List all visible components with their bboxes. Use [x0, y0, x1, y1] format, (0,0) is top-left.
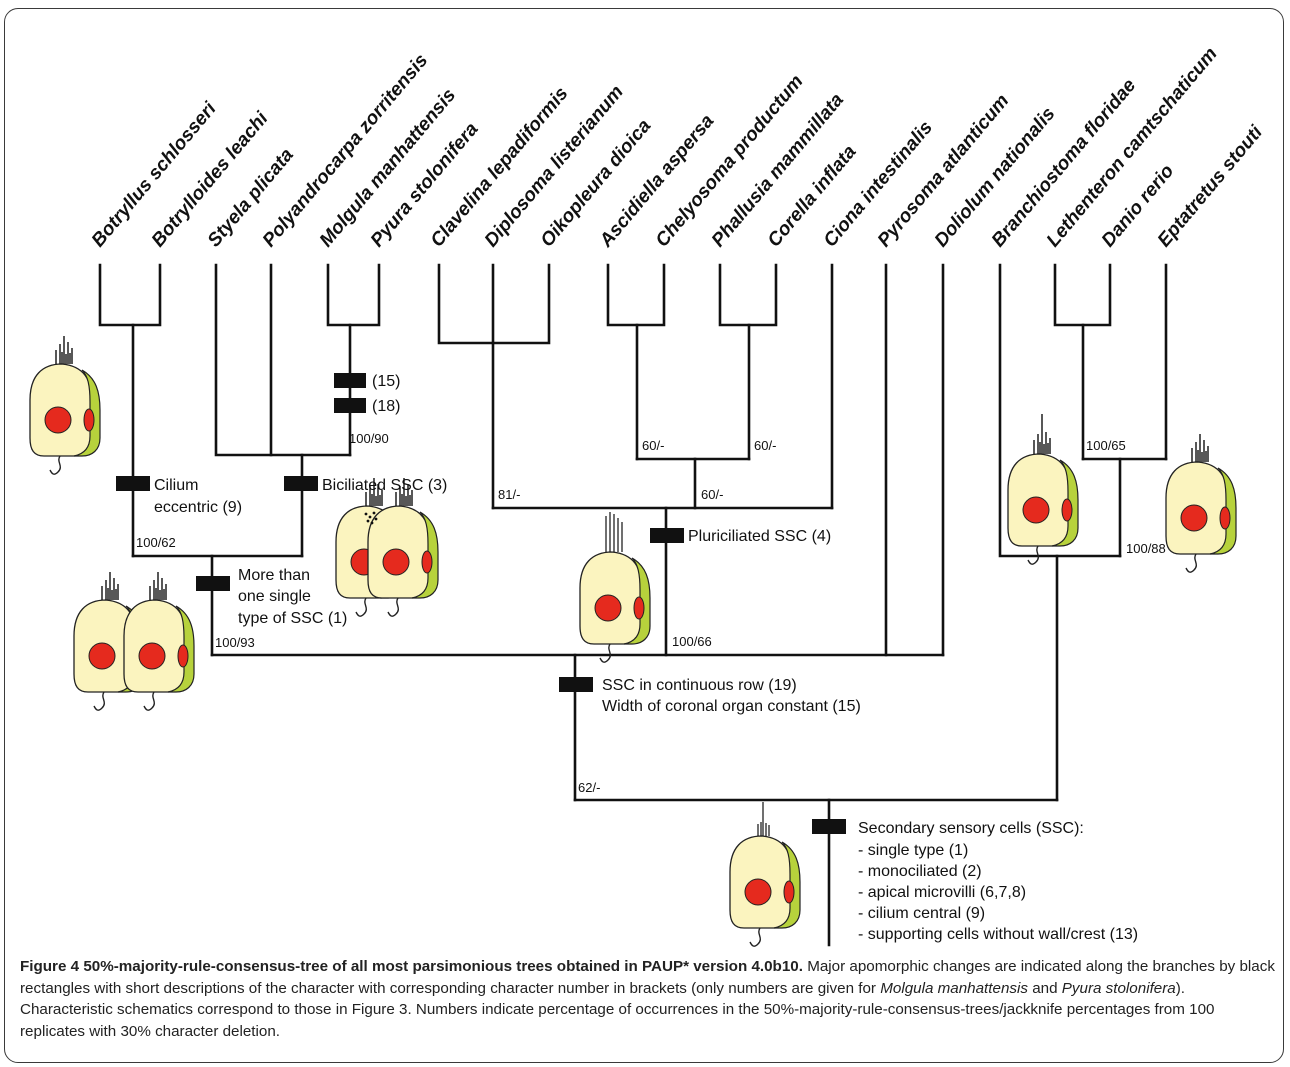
more-than-one-label: one single [238, 588, 311, 605]
support-value: 100/88 [1126, 541, 1166, 556]
taxon-label: Oikopleura dioica [537, 115, 656, 251]
character-labels: (15) (18) Cilium eccentric (9) Biciliate… [154, 373, 1138, 943]
support-value: 100/66 [672, 634, 712, 649]
caption-taxon: Molgula manhattensis [880, 979, 1028, 997]
tree-branches [98, 263, 1168, 947]
cell-schematic-botryllid [29, 335, 101, 475]
cilium-eccentric-label: eccentric (9) [154, 499, 242, 516]
cell-schematic-amphioxus [1007, 414, 1079, 565]
char-15-label: (15) [372, 373, 400, 390]
cell-schematic-styelid [73, 571, 195, 711]
support-value: 81/- [498, 487, 520, 502]
ssc-item-label: - cilium central (9) [858, 905, 985, 922]
character-markers [116, 373, 846, 834]
more-than-one-label: type of SSC (1) [238, 610, 347, 627]
taxon-label: Eptatretus stouti [1154, 122, 1268, 252]
taxon-labels: Botryllus schlosseri Botrylloides leachi… [88, 44, 1268, 252]
cell-schematic-biciliated [335, 477, 439, 617]
support-value: 60/- [642, 438, 664, 453]
support-value: 100/93 [215, 635, 255, 650]
caption-text: Major apomorphic changes are indicated a… [20, 958, 1275, 997]
figure-number: Figure 4 [20, 958, 80, 975]
ssc-item-label: - supporting cells without wall/crest (1… [858, 926, 1138, 943]
figure-caption: Figure 4 50%-majority-rule-consensus-tre… [20, 956, 1275, 1042]
support-value: 100/62 [136, 535, 176, 550]
ssc-title-label: Secondary sensory cells (SSC): [858, 820, 1084, 837]
support-value: 62/- [578, 780, 600, 795]
figure-title: 50%-majority-rule-consensus-tree of all … [83, 958, 803, 975]
cilium-eccentric-label: Cilium [154, 477, 198, 494]
pluriciliated-label: Pluriciliated SSC (4) [688, 528, 831, 545]
support-value: 60/- [754, 438, 776, 453]
caption-taxon: Pyura stolonifera [1061, 979, 1176, 997]
cell-schematic-vertebrate [1165, 433, 1237, 573]
support-values: 100/90 100/62 100/93 60/- 60/- 60/- 81/-… [136, 431, 1166, 795]
support-value: 60/- [701, 487, 723, 502]
continuous-row-label: Width of coronal organ constant (15) [602, 698, 861, 715]
support-value: 100/65 [1086, 438, 1126, 453]
biciliated-label: Biciliated SSC (3) [322, 477, 447, 494]
caption-text: and [1032, 979, 1058, 997]
more-than-one-label: More than [238, 567, 310, 584]
support-value: 100/90 [349, 431, 389, 446]
char-18-label: (18) [372, 398, 400, 415]
ssc-item-label: - single type (1) [858, 842, 968, 859]
cell-schematic-pluriciliated [579, 512, 651, 663]
figure-frame [4, 8, 1284, 1063]
ssc-item-label: - apical microvilli (6,7,8) [858, 884, 1026, 901]
phylogenetic-tree: Botryllus schlosseri Botrylloides leachi… [29, 44, 1268, 947]
ssc-item-label: - monociliated (2) [858, 863, 982, 880]
continuous-row-label: SSC in continuous row (19) [602, 677, 797, 694]
caption-text: ). Characteristic schematics correspond … [20, 979, 1215, 1040]
cell-schematic-ancestral [729, 802, 801, 947]
